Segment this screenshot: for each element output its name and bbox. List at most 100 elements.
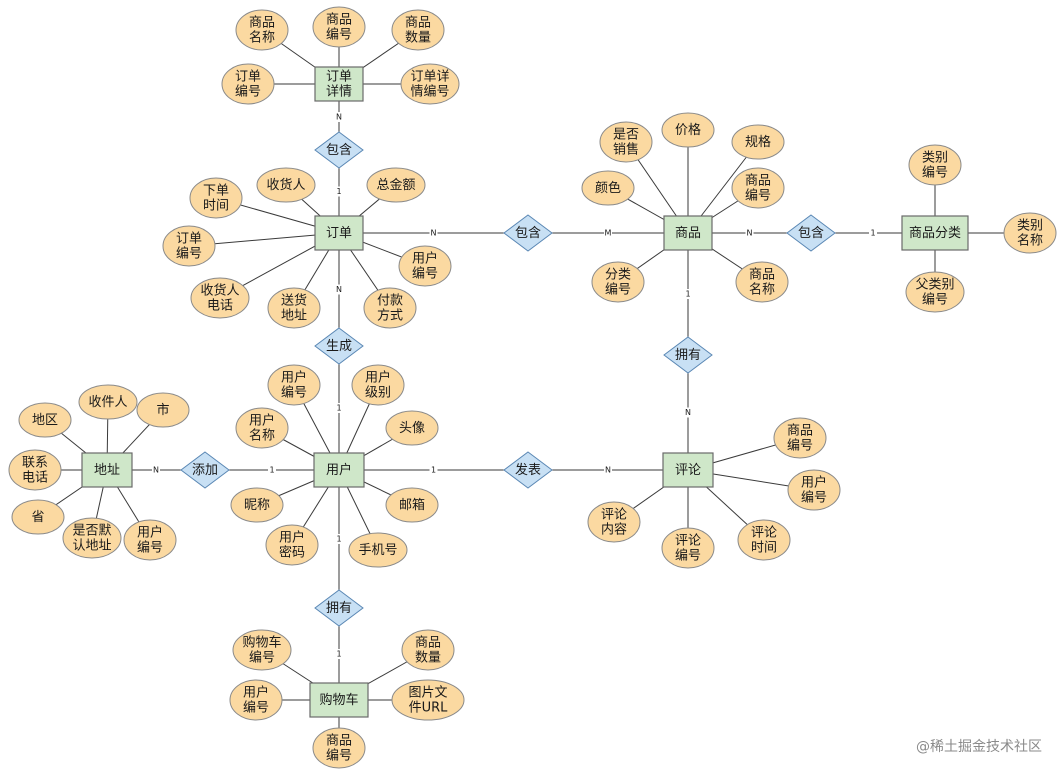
attribute-ellipse xyxy=(400,63,460,105)
relationship-contains-product: 包含 xyxy=(515,225,541,241)
attribute-ellipse xyxy=(391,9,445,51)
attribute-ellipse xyxy=(905,271,965,313)
cardinality-order-gen: N xyxy=(336,285,342,294)
relationship-diamond xyxy=(663,336,713,374)
attribute-ellipse xyxy=(385,410,439,446)
entity-review: 评论 xyxy=(675,463,701,478)
entity-box xyxy=(313,452,365,488)
attribute-od-product-qty: 商品数量 xyxy=(405,15,431,45)
attribute-ellipse xyxy=(8,449,62,491)
relationship-add: 添加 xyxy=(192,463,218,478)
attribute-ellipse xyxy=(235,9,289,51)
relationship-diamond xyxy=(503,451,553,489)
cardinality-bg xyxy=(335,534,343,544)
attribute-ellipse xyxy=(398,245,452,287)
cardinality-rel-product: M xyxy=(605,229,612,238)
attribute-ellipse xyxy=(229,679,283,721)
attribute-ellipse xyxy=(363,287,417,329)
attribute-p-no: 商品编号 xyxy=(745,173,771,203)
attribute-cart-no: 购物车编号 xyxy=(242,634,281,665)
attribute-o-order-time: 下单时间 xyxy=(203,183,229,213)
cardinality-bg xyxy=(268,465,276,475)
attribute-ellipse xyxy=(62,517,122,559)
attribute-ellipse xyxy=(731,124,785,160)
attribute-u-level: 用户级别 xyxy=(365,369,391,400)
attribute-o-user-no: 用户编号 xyxy=(412,250,438,281)
attribute-o-total: 总金额 xyxy=(376,177,415,193)
cardinality-bg xyxy=(152,465,160,475)
attribute-ellipse xyxy=(773,417,827,459)
relationship-diamond xyxy=(180,451,230,489)
attribute-ellipse xyxy=(351,364,405,406)
cardinality-bg xyxy=(429,228,438,238)
attribute-p-category-no: 分类编号 xyxy=(605,267,631,297)
attribute-a-recipient: 收件人 xyxy=(88,395,127,410)
attribute-o-receiver: 收货人 xyxy=(266,177,305,193)
cardinality-user-cart-rel: 1 xyxy=(336,535,341,544)
relationship-contains-detail: 包含 xyxy=(326,142,352,158)
attribute-u-email: 邮箱 xyxy=(399,497,425,513)
relationship-owns-cart: 拥有 xyxy=(326,601,352,616)
attribute-od-detail-no: 订单详情编号 xyxy=(410,69,449,99)
attribute-od-order-no: 订单编号 xyxy=(235,69,261,99)
attribute-ellipse xyxy=(18,402,72,438)
cardinality-pub-review: N xyxy=(605,466,611,475)
cardinality-rel-order: 1 xyxy=(336,187,341,196)
attribute-ellipse xyxy=(256,167,316,203)
cardinality-bg xyxy=(335,649,343,659)
cardinality-bg xyxy=(745,228,754,238)
relationship-diamond xyxy=(314,589,364,627)
entity-address: 地址 xyxy=(94,463,120,478)
attribute-od-product-no: 商品编号 xyxy=(326,12,352,42)
attribute-cart-user-no: 用户编号 xyxy=(243,684,269,715)
attribute-o-payment: 付款方式 xyxy=(377,293,403,323)
attribute-ellipse xyxy=(232,629,292,671)
attribute-u-password: 用户密码 xyxy=(279,529,305,560)
attribute-cart-qty: 商品数量 xyxy=(415,635,441,665)
relationship-diamond xyxy=(503,214,553,252)
entity-order: 订单 xyxy=(326,226,352,241)
attribute-p-color: 颜色 xyxy=(595,180,621,196)
cardinality-add-user: 1 xyxy=(269,466,274,475)
cardinality-bg xyxy=(335,186,343,197)
attribute-ellipse xyxy=(737,519,791,561)
cardinality-bg xyxy=(429,465,438,475)
cardinality-bg xyxy=(604,228,612,238)
cardinality-user-pub: 1 xyxy=(431,466,436,475)
attribute-ellipse xyxy=(908,144,962,186)
attribute-c-name: 类别名称 xyxy=(1017,218,1043,248)
attribute-a-province: 省 xyxy=(31,510,44,525)
attribute-a-region: 地区 xyxy=(32,413,58,428)
attribute-ellipse xyxy=(221,63,275,105)
relationship-owns-review: 拥有 xyxy=(675,348,701,363)
attribute-o-address: 送货地址 xyxy=(281,292,307,323)
attribute-ellipse xyxy=(312,727,366,769)
attribute-ellipse xyxy=(787,469,841,511)
entity-user: 用户 xyxy=(326,462,352,478)
attribute-a-phone: 联系电话 xyxy=(22,455,48,485)
attribute-r-product-no: 商品编号 xyxy=(787,423,813,453)
attribute-ellipse xyxy=(190,277,250,319)
cardinality-bg xyxy=(335,112,343,122)
attribute-ellipse xyxy=(599,121,653,163)
attribute-o-receiver-phone: 收货人电话 xyxy=(200,282,239,313)
relationship-publish: 发表 xyxy=(515,462,541,478)
attribute-p-spec: 规格 xyxy=(745,134,771,150)
cardinality-address-add: N xyxy=(153,466,159,475)
attribute-p-price: 价格 xyxy=(675,122,701,138)
entity-box xyxy=(309,682,369,718)
cardinality-bg xyxy=(684,289,692,299)
attribute-ellipse xyxy=(230,487,284,523)
attribute-ellipse xyxy=(661,527,715,569)
attribute-r-time: 评论时间 xyxy=(751,525,777,555)
attribute-ellipse xyxy=(366,167,426,203)
attribute-od-product-name: 商品名称 xyxy=(249,15,275,45)
attribute-a-default: 是否默认地址 xyxy=(72,522,111,553)
cardinality-bg xyxy=(604,465,612,475)
attribute-r-user-no: 用户编号 xyxy=(801,474,827,505)
attribute-a-city: 市 xyxy=(156,402,169,418)
attribute-ellipse xyxy=(162,225,216,267)
attribute-ellipse xyxy=(267,287,321,329)
relationship-diamond xyxy=(786,214,836,252)
